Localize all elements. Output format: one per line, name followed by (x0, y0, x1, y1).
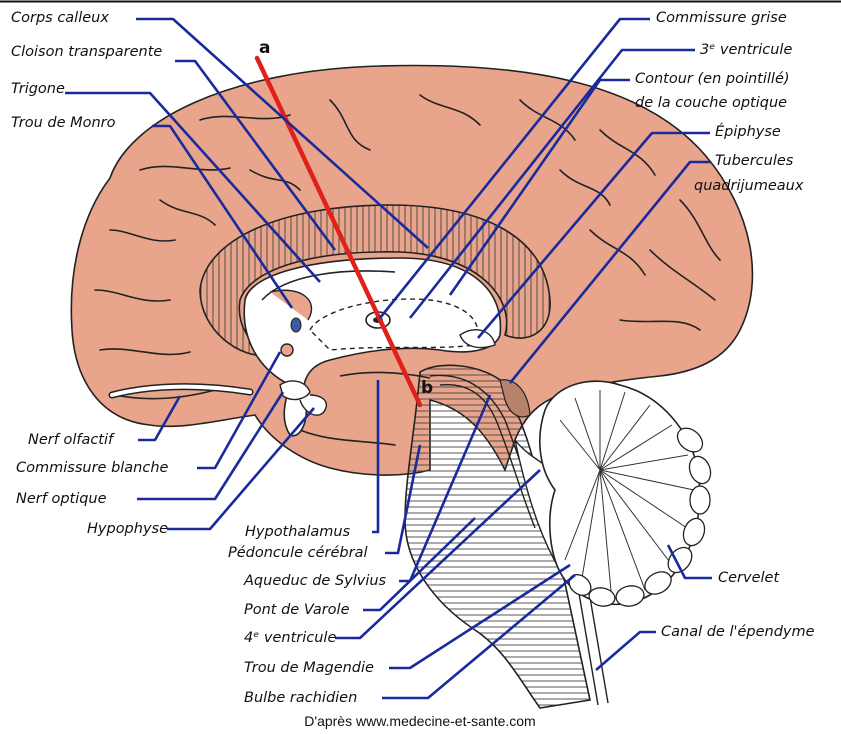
label-contour-pointille: Contour (en pointillé) (635, 71, 790, 87)
labels-bottom: Hypothalamus Pédoncule cérébral Aqueduc … (228, 524, 387, 706)
label-canal-ependyme: Canal de l'épendyme (661, 624, 815, 640)
label-4e-ventricule: 4ᵉ ventricule (244, 630, 336, 646)
label-cloison-transparente: Cloison transparente (11, 44, 162, 60)
label-nerf-olfactif: Nerf olfactif (28, 432, 115, 448)
label-hypothalamus: Hypothalamus (245, 524, 351, 540)
label-hypophyse: Hypophyse (87, 521, 168, 537)
label-bulbe-rachidien: Bulbe rachidien (244, 690, 357, 706)
label-quadrijumeaux: quadrijumeaux (694, 178, 804, 194)
label-cervelet: Cervelet (718, 570, 780, 586)
label-tubercules: Tubercules (715, 153, 794, 169)
label-commissure-grise: Commissure grise (656, 10, 787, 26)
label-commissure-blanche: Commissure blanche (16, 460, 169, 476)
label-pont-de-varole: Pont de Varole (244, 602, 350, 618)
label-couche-optique: de la couche optique (635, 95, 787, 111)
label-aqueduc-sylvius: Aqueduc de Sylvius (243, 573, 387, 589)
source-credit: D'après www.medecine-et-sante.com (304, 713, 535, 729)
label-corps-calleux: Corps calleux (11, 10, 109, 26)
label-epiphyse: Épiphyse (715, 123, 781, 140)
label-trou-de-magendie: Trou de Magendie (244, 660, 374, 676)
cerebellum (540, 381, 714, 608)
cut-line-start-label: a (259, 38, 270, 58)
label-pedoncule-cerebral: Pédoncule cérébral (228, 545, 368, 561)
label-trou-de-monro: Trou de Monro (11, 115, 116, 131)
label-nerf-optique: Nerf optique (16, 491, 107, 507)
label-3e-ventricule: 3ᵉ ventricule (700, 42, 792, 58)
label-trigone: Trigone (11, 81, 65, 97)
cut-line-end-label: b (421, 378, 433, 398)
